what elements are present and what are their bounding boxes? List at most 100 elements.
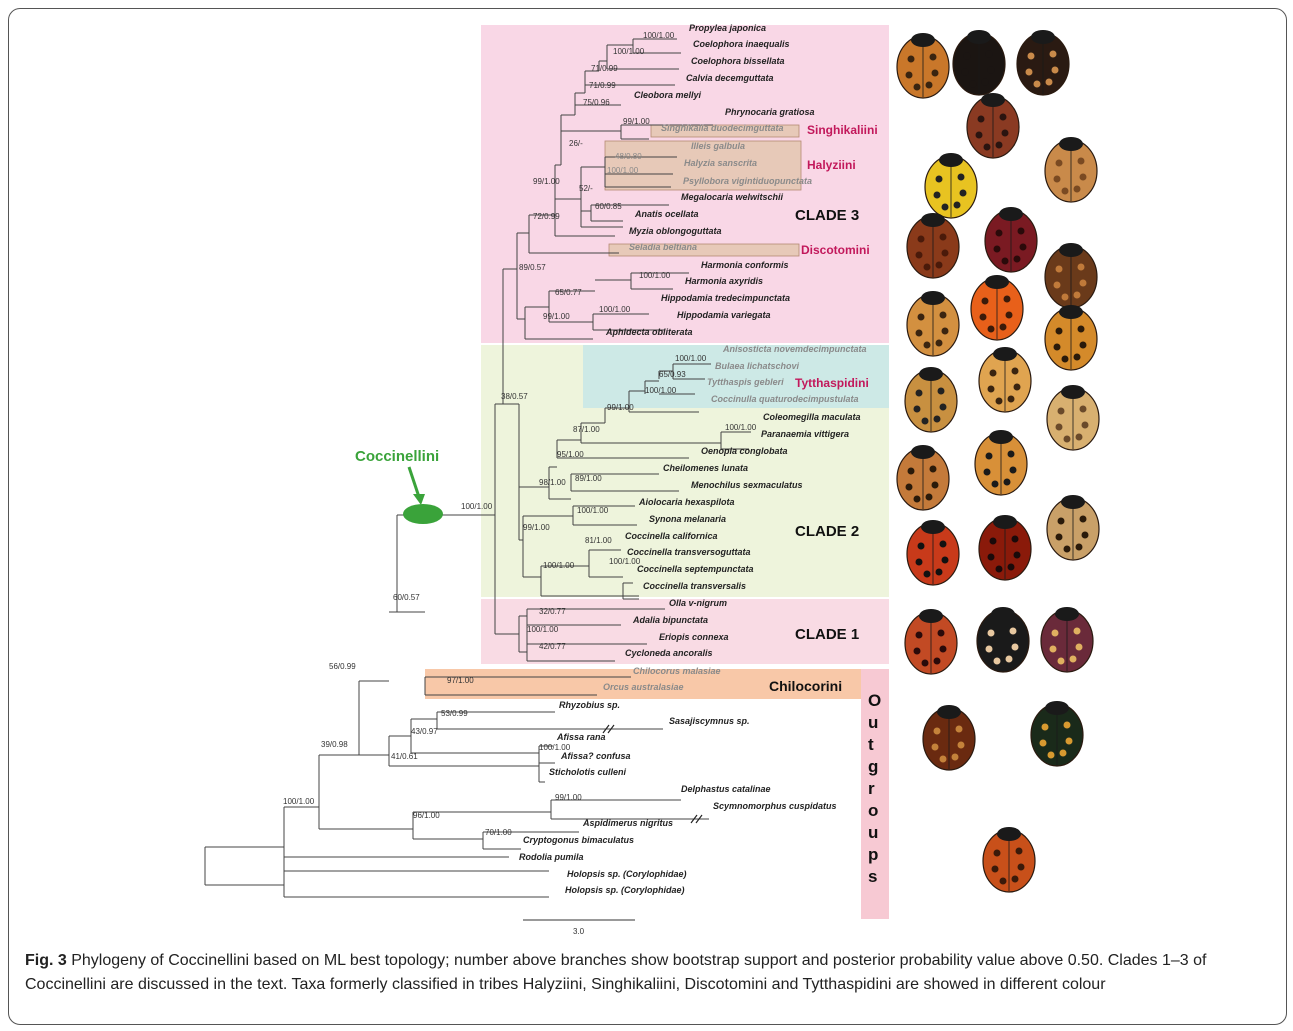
ladybird-beetle-photo (978, 515, 1032, 581)
clade1-label: CLADE 1 (795, 626, 859, 643)
support-value: 56/0.99 (329, 662, 356, 671)
taxon-label: Seladia beltiana (629, 242, 697, 252)
support-value: 100/1.00 (613, 47, 645, 56)
support-value: 71/0.99 (591, 64, 618, 73)
coccinellini-arrowhead (413, 494, 425, 505)
support-value: 98/1.00 (539, 478, 566, 487)
support-value: 100/1.00 (609, 557, 641, 566)
discotomini-box (608, 243, 800, 257)
outgroups-letter: t (868, 735, 874, 754)
taxon-label: Hippodamia variegata (677, 310, 771, 320)
tytthaspidini-background (583, 345, 889, 408)
outgroups-letter: u (868, 713, 878, 732)
support-value: 71/0.99 (589, 81, 616, 90)
ladybird-beetle-photo (1044, 137, 1098, 203)
support-value: 70/1.00 (485, 828, 512, 837)
ladybird-beetle-photo (978, 347, 1032, 413)
outgroups-letter: o (868, 801, 878, 820)
support-value: 96/1.00 (413, 811, 440, 820)
taxon-label: Sticholotis culleni (549, 767, 627, 777)
taxon-label: Cryptogonus bimaculatus (523, 835, 634, 845)
taxon-label: Harmonia conformis (701, 260, 789, 270)
taxon-label: Paranaemia vittigera (761, 429, 849, 439)
halyziini-label: Halyziini (807, 158, 856, 172)
discotomini-label: Discotomini (801, 243, 870, 257)
ladybird-beetle-photo (906, 520, 960, 586)
scale-bar-label: 3.0 (573, 927, 585, 936)
taxon-label: Bulaea lichatschovi (715, 361, 800, 371)
support-value: 81/1.00 (585, 536, 612, 545)
ladybird-beetle-photo (906, 213, 960, 279)
taxon-label: Propylea japonica (689, 23, 766, 33)
support-value: 99/1.00 (523, 523, 550, 532)
taxon-label: Illeis galbula (691, 141, 745, 151)
taxon-label: Orcus australasiae (603, 682, 684, 692)
ladybird-beetle-photo (906, 291, 960, 357)
ladybird-beetle-photo (896, 33, 950, 99)
taxon-label: Coccinella californica (625, 531, 718, 541)
halyziini-box (604, 140, 802, 191)
taxon-label: Sasajiscymnus sp. (669, 716, 750, 726)
outgroups-letter: u (868, 823, 878, 842)
support-value: 99/1.00 (533, 177, 560, 186)
support-value: 100/1.00 (725, 423, 757, 432)
ladybird-beetle-photo (922, 705, 976, 771)
outgroups-letter: s (868, 867, 877, 886)
taxon-label: Myzia oblongoguttata (629, 226, 722, 236)
taxon-label: Aphidecta obliterata (605, 327, 693, 337)
taxon-label: Afissa? confusa (560, 751, 631, 761)
ladybird-beetle-photo (1030, 701, 1084, 767)
clade1-background (481, 599, 889, 664)
taxon-label: Holopsis sp. (Corylophidae) (565, 885, 685, 895)
taxon-label: Coelophora bissellata (691, 56, 785, 66)
figure-label: Fig. 3 (25, 952, 67, 969)
support-value: 97/1.00 (447, 676, 474, 685)
support-value: 100/1.00 (543, 561, 575, 570)
figure-caption-text: Phylogeny of Coccinellini based on ML be… (25, 952, 1207, 993)
taxon-label: Coleomegilla maculata (763, 412, 861, 422)
taxon-label: Coccinella septempunctata (637, 564, 754, 574)
taxon-label: Aspidimerus nigritus (582, 818, 673, 828)
taxon-label: Rhyzobius sp. (559, 700, 620, 710)
support-value: 95/1.00 (557, 450, 584, 459)
taxon-label: Harmonia axyridis (685, 276, 763, 286)
support-value: 26/- (569, 139, 583, 148)
ladybird-beetle-photo (1046, 385, 1100, 451)
taxon-label: Cleobora mellyi (634, 90, 702, 100)
singhikaliini-label: Singhikaliini (807, 123, 878, 137)
support-value: 89/0.57 (519, 263, 546, 272)
taxon-label: Cycloneda ancoralis (625, 648, 713, 658)
taxon-label: Coelophora inaequalis (693, 39, 790, 49)
taxon-label: Calvia decemguttata (686, 73, 774, 83)
support-value: 32/0.77 (539, 607, 566, 616)
support-value: 100/1.00 (283, 797, 315, 806)
ladybird-beetle-photo (984, 207, 1038, 273)
support-value: 48/0.80 (615, 152, 642, 161)
support-value: 100/1.00 (639, 271, 671, 280)
support-value: 99/1.00 (543, 312, 570, 321)
taxon-label: Menochilus sexmaculatus (691, 480, 803, 490)
coccinellini-arrow (407, 466, 421, 498)
ladybird-beetle-photo (952, 30, 1006, 96)
support-value: 39/0.98 (321, 740, 348, 749)
taxon-label: Halyzia sanscrita (684, 158, 757, 168)
ladybird-beetle-photo (982, 827, 1036, 893)
taxon-label: Hippodamia tredecimpunctata (661, 293, 790, 303)
taxon-label: Afissa rana (556, 732, 606, 742)
outgroups-letter: g (868, 757, 878, 776)
support-value: 100/1.00 (675, 354, 707, 363)
ladybird-beetle-photo (1044, 305, 1098, 371)
support-values: 100/1.00100/1.0071/0.9971/0.9975/0.9699/… (283, 31, 757, 837)
taxon-label: Scymnomorphus cuspidatus (713, 801, 837, 811)
support-value: 89/1.00 (575, 474, 602, 483)
taxon-label: Synona melanaria (649, 514, 726, 524)
support-value: 60/0.85 (595, 202, 622, 211)
taxon-label: Anisosticta novemdecimpunctata (722, 344, 867, 354)
support-value: 100/1.00 (577, 506, 609, 515)
taxon-label: Tytthaspis gebleri (707, 377, 784, 387)
taxon-label: Chilocorus malasiae (633, 666, 721, 676)
ladybird-beetle-photo (976, 607, 1030, 673)
support-value: 99/1.00 (623, 117, 650, 126)
